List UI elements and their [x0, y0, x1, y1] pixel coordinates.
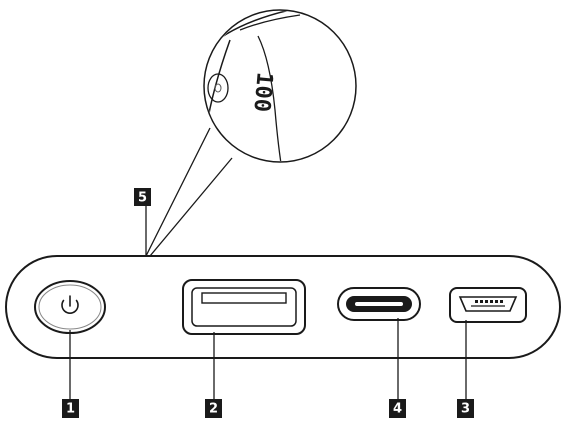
magnified-detail: 100 [203, 9, 357, 163]
usb-a-port[interactable] [182, 279, 306, 335]
micro-usb-pins [471, 300, 505, 307]
micro-usb-port[interactable] [449, 287, 527, 323]
usb-c-tongue [355, 302, 403, 306]
magnifier-leader-lines [145, 127, 233, 257]
callout-4-badge: 4 [389, 399, 406, 418]
power-icon [61, 295, 79, 314]
usb-a-tongue [201, 292, 287, 304]
battery-display-reading: 100 [248, 71, 276, 113]
callout-5-label: 5 [138, 191, 147, 206]
callout-1-badge: 1 [62, 399, 79, 418]
callout-2-label: 2 [209, 402, 218, 417]
callout-3-badge: 3 [457, 399, 474, 418]
power-button[interactable] [34, 280, 106, 334]
callout-3-label: 3 [461, 402, 470, 417]
usb-c-port[interactable] [337, 287, 421, 321]
callout-4-label: 4 [393, 402, 402, 417]
led-indicator-icon [207, 73, 229, 103]
callout-2-badge: 2 [205, 399, 222, 418]
callout-5-badge: 5 [134, 188, 151, 206]
callout-lines [69, 318, 467, 399]
callout-1-label: 1 [66, 402, 75, 417]
